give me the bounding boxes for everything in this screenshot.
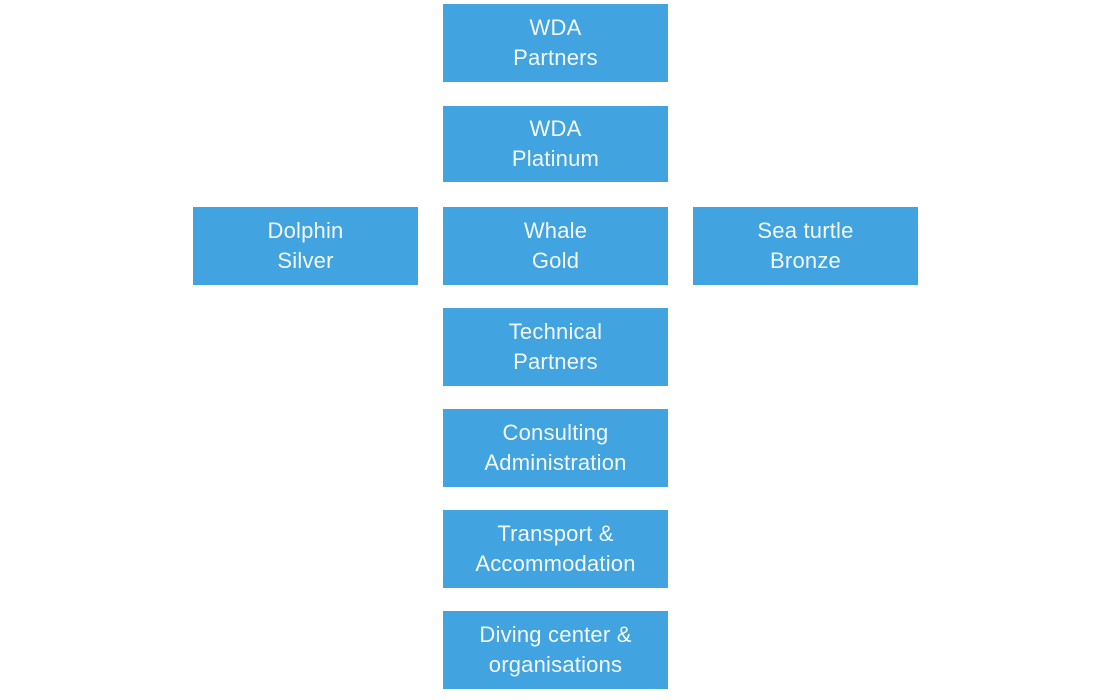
node-consulting-administration[interactable]: Consulting Administration <box>443 409 668 487</box>
node-label-line2: Accommodation <box>475 551 636 576</box>
node-label-line1: Diving center & <box>479 622 632 647</box>
node-technical-partners[interactable]: Technical Partners <box>443 308 668 386</box>
node-label-line1: Sea turtle <box>757 218 854 243</box>
node-wda-partners[interactable]: WDA Partners <box>443 4 668 82</box>
node-dolphin-silver[interactable]: Dolphin Silver <box>193 207 418 285</box>
node-label-line2: Gold <box>531 248 580 273</box>
node-wda-platinum[interactable]: WDA Platinum <box>443 106 668 182</box>
node-label-line2: organisations <box>488 652 623 677</box>
node-label-line2: Silver <box>277 248 334 273</box>
node-whale-gold[interactable]: Whale Gold <box>443 207 668 285</box>
node-label-line2: Platinum <box>511 146 600 171</box>
node-label-line2: Administration <box>484 450 627 475</box>
node-transport-accommodation[interactable]: Transport & Accommodation <box>443 510 668 588</box>
node-sea-turtle-bronze[interactable]: Sea turtle Bronze <box>693 207 918 285</box>
node-label-line1: Dolphin <box>267 218 344 243</box>
node-label-line1: WDA <box>529 15 582 40</box>
node-label-line1: Technical <box>508 319 603 344</box>
node-label-line2: Partners <box>513 45 598 70</box>
node-label-line1: WDA <box>529 116 582 141</box>
node-label-line2: Bronze <box>770 248 841 273</box>
node-label-line1: Consulting <box>502 420 609 445</box>
node-label-line1: Whale <box>523 218 588 243</box>
node-diving-center-organisations[interactable]: Diving center & organisations <box>443 611 668 689</box>
node-label-line2: Partners <box>513 349 598 374</box>
node-label-line1: Transport & <box>497 521 614 546</box>
